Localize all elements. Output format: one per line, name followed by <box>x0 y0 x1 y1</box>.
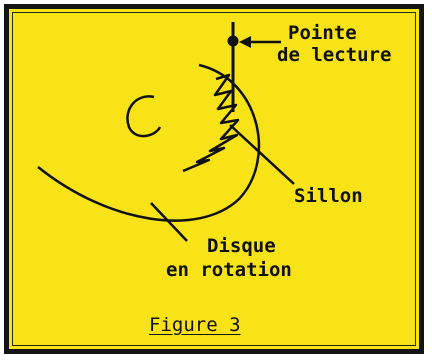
groove-leader-line <box>229 124 295 185</box>
stylus-pointer-arrowhead <box>239 36 251 48</box>
disc-label-line-2: en rotation <box>166 259 292 281</box>
groove-zigzag <box>182 73 240 173</box>
diagram-canvas <box>37 22 295 242</box>
figure-caption: Figure 3 <box>149 314 241 336</box>
disc-label-line-1: Disque <box>207 235 276 257</box>
frame-inner-rule <box>12 12 416 346</box>
stylus-label-line-2: de lecture <box>277 44 392 66</box>
groove-label: Sillon <box>294 185 363 207</box>
stylus-pivot-dot <box>227 35 239 47</box>
disc-center-hole <box>126 95 162 138</box>
disc-rim-arc <box>37 63 261 222</box>
stylus-label-line-1: Pointe <box>288 22 357 44</box>
figure-frame: Pointe de lecture Sillon Disque en rotat… <box>4 4 424 354</box>
disc-leader-line <box>150 202 188 242</box>
